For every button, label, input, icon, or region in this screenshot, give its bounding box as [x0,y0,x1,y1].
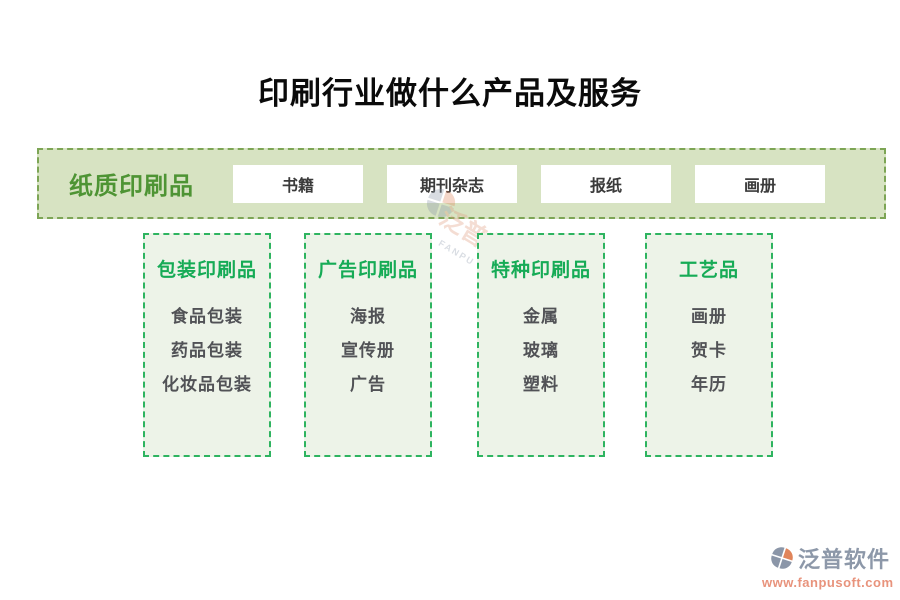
category-items: 金属 玻璃 塑料 [479,300,603,402]
button-books[interactable]: 书籍 [233,164,363,203]
category-item: 贺卡 [691,341,727,360]
paper-print-band: 纸质印刷品 书籍 期刊杂志 报纸 画册 [37,148,886,219]
category-item: 玻璃 [523,341,559,360]
brand-url-link[interactable]: www.fanpusoft.com [762,575,894,590]
category-item: 广告 [350,375,386,394]
category-items: 海报 宣传册 广告 [306,300,430,402]
category-box-packaging: 包装印刷品 食品包装 药品包装 化妆品包装 [143,233,271,457]
category-box-crafts: 工艺品 画册 贺卡 年历 [645,233,773,457]
band-buttons-group: 书籍 期刊杂志 报纸 画册 [209,164,884,203]
category-title: 工艺品 [678,260,739,281]
category-item: 宣传册 [341,341,395,360]
category-item: 化妆品包装 [162,375,252,394]
category-box-special: 特种印刷品 金属 玻璃 塑料 [477,233,605,457]
button-albums[interactable]: 画册 [695,164,825,203]
category-item: 塑料 [523,375,559,394]
category-item: 年历 [691,375,727,394]
category-item: 药品包装 [171,341,243,360]
category-items: 画册 贺卡 年历 [647,300,771,402]
brand-name: 泛普软件 [797,547,890,572]
category-title: 广告印刷品 [317,260,418,281]
button-newspapers[interactable]: 报纸 [541,164,671,203]
category-item: 食品包装 [171,307,243,326]
category-items: 食品包装 药品包装 化妆品包装 [145,300,269,402]
fanpu-logo-icon [771,547,793,569]
category-item: 画册 [691,307,727,326]
category-item: 海报 [350,307,386,326]
band-label: 纸质印刷品 [69,173,194,200]
category-item: 金属 [523,307,559,326]
button-magazines[interactable]: 期刊杂志 [387,164,517,203]
category-box-advertising: 广告印刷品 海报 宣传册 广告 [304,233,432,457]
category-title: 特种印刷品 [490,260,591,281]
page-title: 印刷行业做什么产品及服务 [258,76,642,111]
brand-footer: 泛普软件 www.fanpusoft.com [762,542,894,590]
category-title: 包装印刷品 [156,260,257,281]
